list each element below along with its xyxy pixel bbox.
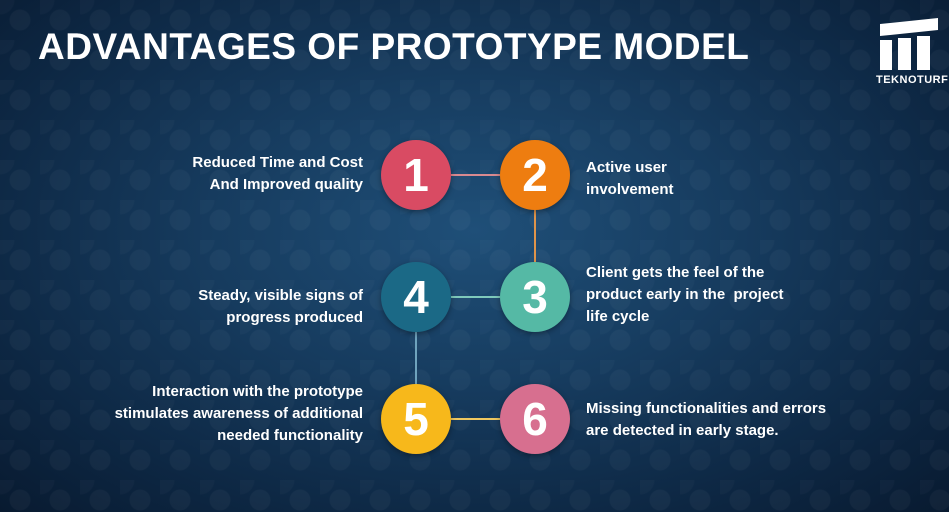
step-label-5-line-2: stimulates awareness of additional [114,405,363,422]
step-label-3-line-1: Client gets the feel of the [586,264,765,281]
step-circle-3: 3 [500,262,570,332]
step-label-6-line-2: are detected in early stage. [586,422,779,439]
step-circle-2: 2 [500,140,570,210]
step-circle-4: 4 [381,262,451,332]
step-label-2: Active user involvement [586,157,674,201]
step-label-1: Reduced Time and Cost And Improved quali… [192,152,363,196]
step-label-4-line-1: Steady, visible signs of [198,287,363,304]
logo-text: TEKNOTURF [876,74,949,86]
step-label-4-line-2: progress produced [226,309,363,326]
step-circle-1: 1 [381,140,451,210]
step-label-2-line-2: involvement [586,181,674,198]
step-label-6-line-1: Missing functionalities and errors [586,400,827,417]
step-label-5-line-1: Interaction with the prototype [152,383,363,400]
step-label-3-line-2: product early in the project [586,286,784,303]
step-label-4: Steady, visible signs of progress produc… [198,285,363,329]
step-label-1-line-1: Reduced Time and Cost [192,154,363,171]
step-label-5: Interaction with the prototype stimulate… [115,381,363,447]
step-label-3: Client gets the feel of the product earl… [586,262,784,328]
teknoturf-logo-icon [880,18,938,70]
step-label-3-line-3: life cycle [586,308,650,325]
step-circle-5: 5 [381,384,451,454]
step-label-5-line-3: needed functionality [217,427,363,444]
step-label-2-line-1: Active user [586,159,667,176]
page-title: ADVANTAGES OF PROTOTYPE MODEL [38,26,750,67]
step-label-6: Missing functionalities and errors are d… [586,398,826,442]
step-circle-6: 6 [500,384,570,454]
step-label-1-line-2: And Improved quality [209,176,363,193]
